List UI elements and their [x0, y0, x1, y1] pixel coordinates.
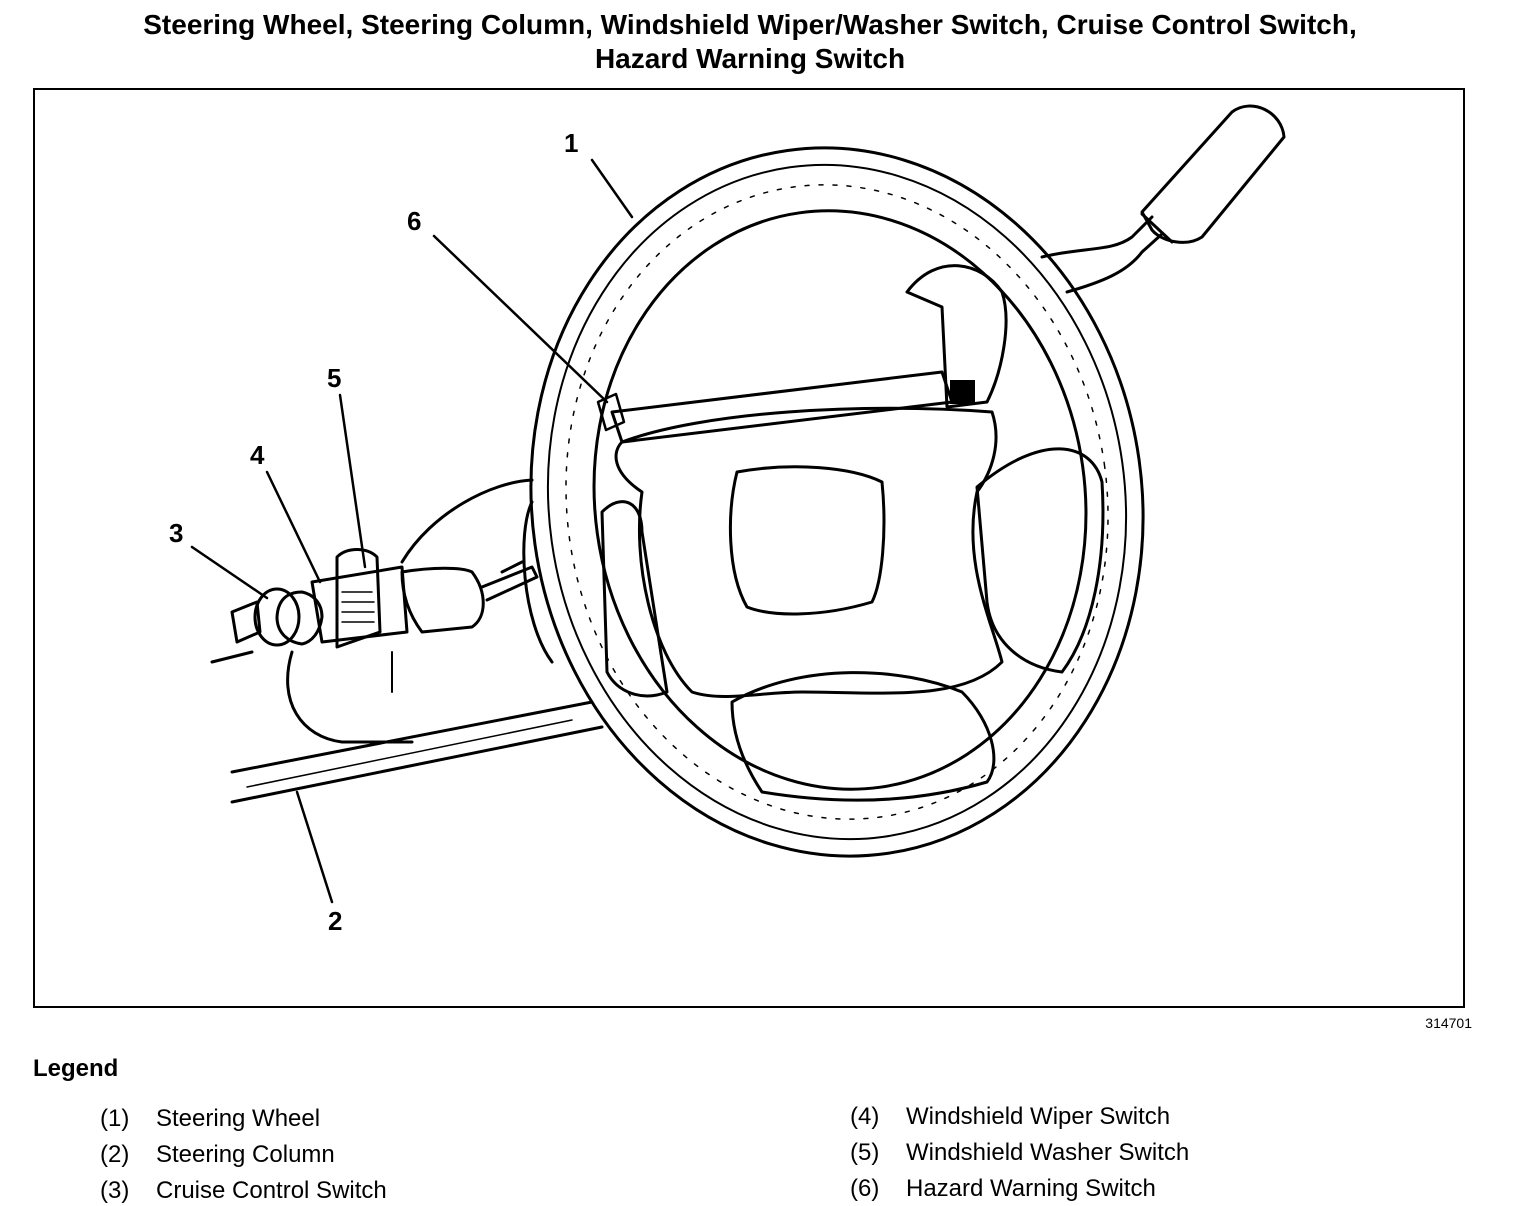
title-line-1: Steering Wheel, Steering Column, Windshi…	[143, 9, 1357, 40]
legend-item: (1) Steering Wheel	[100, 1105, 320, 1133]
legend-title: Legend	[33, 1055, 119, 1082]
callout-5: 5	[327, 363, 341, 393]
multifunction-lever	[210, 548, 539, 664]
steering-wheel	[500, 146, 1145, 858]
title-line-2: Hazard Warning Switch	[594, 43, 906, 74]
figure-number: 314701	[1425, 1015, 1472, 1031]
leader-2	[295, 790, 334, 904]
legend-item-label: Windshield Wiper Switch	[906, 1103, 1171, 1130]
callout-6: 6	[407, 206, 421, 236]
leader-lines	[190, 158, 634, 904]
callout-1: 1	[564, 128, 578, 158]
legend-item-number: (1)	[100, 1105, 130, 1132]
legend-item-number: (4)	[850, 1103, 880, 1130]
leader-5	[338, 393, 367, 569]
leader-1	[590, 158, 634, 219]
legend-item-label: Cruise Control Switch	[156, 1177, 387, 1204]
legend-item-label: Hazard Warning Switch	[906, 1175, 1156, 1202]
steering-illustration: 1 2 3 4 5 6	[169, 104, 1286, 936]
callout-4: 4	[250, 440, 265, 470]
callout-3: 3	[169, 518, 183, 548]
leader-6	[432, 234, 609, 404]
legend-item: (3) Cruise Control Switch	[100, 1177, 387, 1205]
legend-item-label: Steering Wheel	[156, 1105, 321, 1132]
legend-item: (5) Windshield Washer Switch	[850, 1139, 1189, 1167]
legend-item-number: (2)	[100, 1141, 130, 1168]
leader-3	[190, 545, 269, 600]
legend-item-label: Steering Column	[156, 1141, 335, 1168]
legend-item-label: Windshield Washer Switch	[906, 1139, 1190, 1166]
callout-2: 2	[328, 906, 342, 936]
legend-item-number: (3)	[100, 1177, 130, 1204]
illustration-frame: 1 2 3 4 5 6	[33, 88, 1465, 1008]
legend-item: (4) Windshield Wiper Switch	[850, 1103, 1170, 1131]
legend-item-number: (6)	[850, 1175, 880, 1202]
leader-4	[265, 470, 322, 584]
legend-item: (6) Hazard Warning Switch	[850, 1175, 1156, 1203]
steering-column	[230, 478, 604, 804]
shift-lever	[1040, 104, 1286, 294]
diagram-title: Steering Wheel, Steering Column, Windshi…	[0, 8, 1500, 76]
legend-item-number: (5)	[850, 1139, 880, 1166]
legend-item: (2) Steering Column	[100, 1141, 335, 1169]
